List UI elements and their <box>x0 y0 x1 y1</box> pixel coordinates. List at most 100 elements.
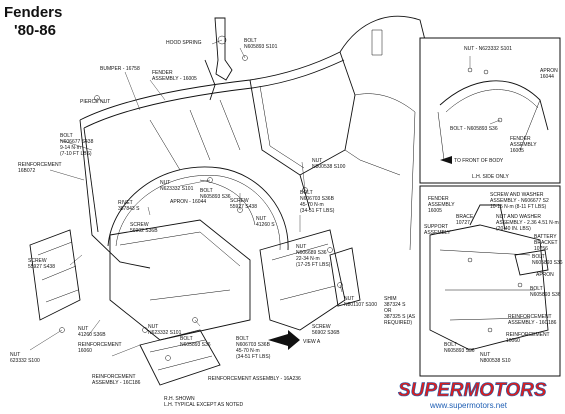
label-nut-br-2: N801107 S100 <box>344 302 377 308</box>
inset2-screw-3: 10-15 N·m (8-11 FT LBS) <box>490 204 547 210</box>
label-screw-mid-1: SCREW <box>230 198 249 204</box>
label-lh-typical: L.H. TYPICAL EXCEPT AS NOTED <box>164 402 243 408</box>
label-bolt-left-2: N606677 S438 <box>60 139 94 145</box>
inset1-apron-1: APRON <box>540 68 558 74</box>
leader-lines <box>29 39 343 357</box>
label-screw-far-1: SCREW <box>28 258 47 264</box>
fender-assembly-drawing <box>29 15 426 386</box>
label-nut-lower-2: N606689 S36 <box>296 250 327 256</box>
label-shim-4: 387325 S (AS <box>384 314 416 320</box>
label-screw-left-2: 56902 S36B <box>130 228 158 234</box>
inset2-nutw-3: (20-40 IN. LBS) <box>496 226 531 232</box>
label-nut-center2-2: 41260 S <box>256 222 275 228</box>
label-rivet-1: RIVET <box>118 200 133 206</box>
label-bolt-b2-3: 45-70 N·m <box>236 348 260 354</box>
inset-lh-side-only: NUT - N623332 S101 APRON 16044 BOLT - N6… <box>419 37 561 184</box>
inset2-bolt-2: N605893 S36 <box>532 260 563 266</box>
label-bolt-top-1: BOLT <box>244 38 257 44</box>
inset2-fender-3: 16005 <box>428 208 442 214</box>
label-nut-b3-1: NUT <box>148 324 158 330</box>
label-screw-br-1: SCREW <box>312 324 331 330</box>
label-bolt-top-2: N605893 S101 <box>244 44 278 50</box>
inset2-reinf-2: ASSEMBLY - 16C186 <box>508 320 557 326</box>
inset1-lh-label: L.H. SIDE ONLY <box>472 174 510 180</box>
inset2-reinf-1: REINFORCEMENT <box>508 314 552 320</box>
label-shim-2: 387324 S <box>384 302 406 308</box>
label-bolt-b2-1: BOLT <box>236 336 249 342</box>
inset1-fender-2: ASSEMBLY <box>510 142 537 148</box>
title-line-2: '80-86 <box>14 22 56 39</box>
label-nut-b2-2: 41260 S36B <box>78 332 106 338</box>
label-bolt-mid-1: BOLT <box>200 188 213 194</box>
supermotors-watermark: SUPERMOTORS www.supermotors.net <box>398 380 547 410</box>
label-nut-center2-1: NUT <box>256 216 266 222</box>
inset2-fender-2: ASSEMBLY <box>428 202 455 208</box>
label-nut-mid-1: NUT <box>160 180 170 186</box>
inset2-reinf2-1: REINFORCEMENT <box>506 332 550 338</box>
label-shim-5: REQUIRED) <box>384 320 412 326</box>
inset2-bolt3-1: BOLT <box>444 342 457 348</box>
label-nut-bl-1: NUT <box>10 352 20 358</box>
label-nut-center-1: NUT <box>312 158 322 164</box>
inset2-screw-2: ASSEMBLY - N606677 S2 <box>490 198 549 204</box>
label-bolt-left-3: 9-14 N·m <box>60 145 81 151</box>
inset2-brace-2: 10727 <box>456 220 470 226</box>
inset2-support-1: SUPPORT <box>424 224 448 230</box>
label-shim-3: OR <box>384 308 392 314</box>
inset2-nut-2: N800538 S10 <box>480 358 511 364</box>
label-nut-bl-2: 623332 S100 <box>10 358 40 364</box>
label-reinf-bot-1: REINFORCEMENT <box>92 374 136 380</box>
watermark-brand: SUPERMOTORS <box>398 380 547 401</box>
inset-battery-bracket: SCREW AND WASHER ASSEMBLY - N606677 S2 1… <box>419 185 563 377</box>
inset2-battery-2: BRACKET <box>534 240 558 246</box>
label-view-a: VIEW A <box>303 339 321 345</box>
label-rh-shown: R.H. SHOWN <box>164 396 195 402</box>
inset2-battery-1: BATTERY <box>534 234 557 240</box>
inset2-screw-1: SCREW AND WASHER <box>490 192 544 198</box>
label-rivet-2: 387843 S <box>118 206 140 212</box>
inset2-bolt3-2: N605893 S36 <box>444 348 475 354</box>
inset2-bolt2-2: N605893 S36 <box>530 292 561 298</box>
inset2-brace-1: BRACE <box>456 214 474 220</box>
label-bolt-b-2: N605893 S36 <box>180 342 211 348</box>
label-nut-lower-4: (17-25 FT LBS) <box>296 262 331 268</box>
label-reinf-bot2: REINFORCEMENT ASSEMBLY - 16A236 <box>208 376 301 382</box>
label-nut-b2-1: NUT <box>78 326 88 332</box>
watermark-url: www.supermotors.net <box>429 401 508 410</box>
inset2-nut-1: NUT <box>480 352 490 358</box>
label-bolt-center-3: 45-70 N·m <box>300 202 324 208</box>
inset2-fender-1: FENDER <box>428 196 449 202</box>
inset1-fender-1: FENDER <box>510 136 531 142</box>
main-labels: HOOD SPRING BOLT N605893 S101 BUMPER - 1… <box>10 38 416 408</box>
inset2-battery-3: 10756 <box>534 246 548 252</box>
view-a-arrow <box>268 330 300 350</box>
label-fender-asm-1: FENDER <box>152 70 173 76</box>
label-bolt-left-1: BOLT <box>60 133 73 139</box>
label-bolt-center-4: (34-51 FT LBS) <box>300 208 335 214</box>
inset1-bolt-label: BOLT - N605893 S36 <box>450 126 498 132</box>
label-reinf-b-1: REINFORCEMENT <box>78 342 122 348</box>
label-nut-b3-2: N623332 S101 <box>148 330 182 336</box>
label-screw-far-2: 55927 S438 <box>28 264 55 270</box>
label-nut-br-1: NUT <box>344 296 354 302</box>
inset2-bolt2-1: BOLT <box>530 286 543 292</box>
label-bolt-center-1: BOLT <box>300 190 313 196</box>
inset2-support-2: ASSEMBLY <box>424 230 451 236</box>
label-bolt-b2-2: N606703 S36B <box>236 342 271 348</box>
inset2-nutw-2: ASSEMBLY - 2.36 4.51 N·m <box>496 220 559 226</box>
inset2-bolt-1: BOLT <box>532 254 545 260</box>
label-screw-mid-2: 55927 S438 <box>230 204 257 210</box>
inset1-nut-label: NUT - N623332 S101 <box>464 46 512 52</box>
inset1-apron-2: 16044 <box>540 74 554 80</box>
inset2-reinf2-2: 16060 <box>506 338 520 344</box>
label-nut-lower-1: NUT <box>296 244 306 250</box>
label-reinf-bot-2: ASSEMBLY - 16C186 <box>92 380 141 386</box>
label-hood-spring: HOOD SPRING <box>166 40 202 46</box>
label-screw-br-2: 56902 S36B <box>312 330 340 336</box>
label-bolt-b-1: BOLT <box>180 336 193 342</box>
label-apron-mid: APRON - 16044 <box>170 199 206 205</box>
inset1-fender-3: 16005 <box>510 148 524 154</box>
label-screw-left-1: SCREW <box>130 222 149 228</box>
